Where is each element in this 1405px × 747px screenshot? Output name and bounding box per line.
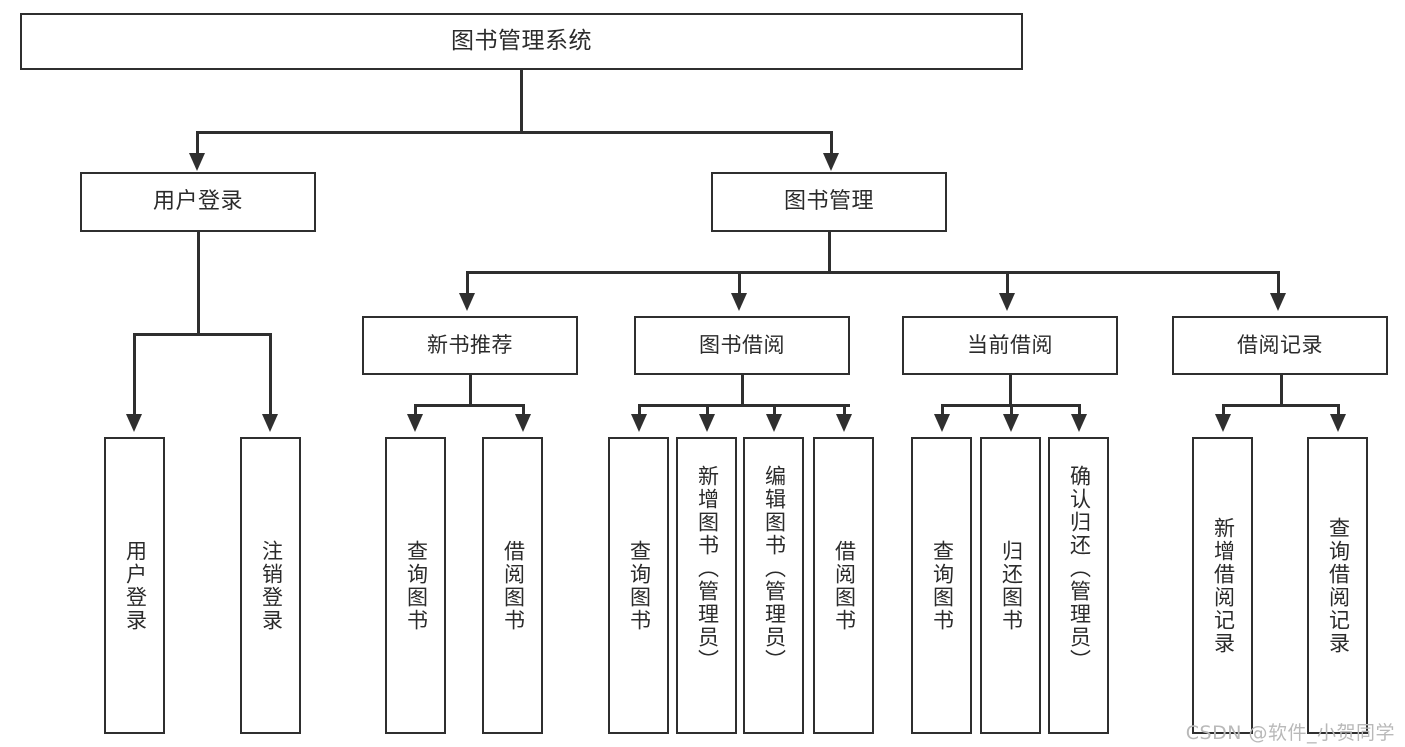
leaf-label: 归还图书	[999, 539, 1024, 632]
connector-bb-to-leaf-1	[638, 404, 641, 418]
node-label: 图书借阅	[699, 333, 785, 358]
leaf-label: 查询图书	[930, 539, 955, 632]
connector-root-stem	[520, 70, 523, 133]
node-label: 新书推荐	[427, 333, 513, 358]
leaf-label: 查询图书	[404, 539, 429, 632]
connector-new-book-stem	[469, 375, 472, 406]
connector-cb-to-leaf-2	[1010, 404, 1013, 418]
arrow-bb-to-leaf-1	[631, 414, 647, 432]
connector-bb-to-leaf-2	[706, 404, 709, 418]
arrow-bm-to-book-borrow	[731, 293, 747, 311]
node-label: 当前借阅	[967, 333, 1053, 358]
connector-book-borrow-stem	[741, 375, 744, 406]
leaf-label: 借阅图书	[501, 539, 526, 632]
node-label: 借阅记录	[1237, 333, 1323, 358]
leaf-confirm-return-admin[interactable]: 确认归还（管理员）	[1048, 437, 1109, 734]
connector-br-to-leaf-2	[1337, 404, 1340, 418]
leaf-query-book-borrow[interactable]: 查询图书	[608, 437, 669, 734]
connector-nb-to-leaf-1	[414, 404, 417, 418]
arrow-bm-to-borrow-record	[1270, 293, 1286, 311]
connector-root-bar	[196, 131, 833, 134]
connector-root-to-book-management	[830, 131, 833, 157]
leaf-borrow-book-recommend[interactable]: 借阅图书	[482, 437, 543, 734]
leaf-add-borrow-record[interactable]: 新增借阅记录	[1192, 437, 1253, 734]
arrow-br-to-leaf-2	[1330, 414, 1346, 432]
arrow-bb-to-leaf-4	[836, 414, 852, 432]
connector-bm-to-current-borrow	[1006, 271, 1009, 297]
connector-bb-to-leaf-3	[773, 404, 776, 418]
leaf-user-login[interactable]: 用户登录	[104, 437, 165, 734]
connector-user-login-to-leaf-2	[269, 333, 272, 418]
connector-user-login-stem	[197, 232, 200, 335]
arrow-cb-to-leaf-3	[1071, 414, 1087, 432]
leaf-label: 编辑图书（管理员）	[762, 465, 787, 672]
leaf-return-book[interactable]: 归还图书	[980, 437, 1041, 734]
arrow-bb-to-leaf-2	[699, 414, 715, 432]
leaf-label: 查询借阅记录	[1326, 516, 1351, 655]
arrow-cb-to-leaf-1	[934, 414, 950, 432]
connector-user-login-to-leaf-1	[133, 333, 136, 418]
leaf-label: 借阅图书	[832, 539, 857, 632]
connector-book-management-bar	[466, 271, 1280, 274]
connector-root-to-user-login	[196, 131, 199, 157]
node-user-login[interactable]: 用户登录	[80, 172, 316, 232]
node-root-book-management-system[interactable]: 图书管理系统	[20, 13, 1023, 70]
node-current-borrow[interactable]: 当前借阅	[902, 316, 1118, 375]
arrow-bb-to-leaf-3	[766, 414, 782, 432]
arrow-user-login-to-leaf-1	[126, 414, 142, 432]
node-label: 用户登录	[152, 189, 243, 215]
leaf-borrow-book[interactable]: 借阅图书	[813, 437, 874, 734]
connector-bb-to-leaf-4	[843, 404, 846, 418]
node-borrow-record[interactable]: 借阅记录	[1172, 316, 1388, 375]
connector-cb-to-leaf-1	[941, 404, 944, 418]
node-book-borrow[interactable]: 图书借阅	[634, 316, 850, 375]
connector-bm-to-new-book	[466, 271, 469, 297]
node-book-management[interactable]: 图书管理	[711, 172, 947, 232]
arrow-root-to-user-login	[189, 153, 205, 171]
connector-user-login-bar	[133, 333, 271, 336]
arrow-nb-to-leaf-1	[407, 414, 423, 432]
leaf-label: 确认归还（管理员）	[1067, 465, 1092, 672]
node-label: 图书管理	[783, 189, 874, 215]
leaf-query-book-recommend[interactable]: 查询图书	[385, 437, 446, 734]
connector-bm-to-borrow-record	[1277, 271, 1280, 297]
connector-new-book-bar	[414, 404, 525, 407]
arrow-bm-to-new-book	[459, 293, 475, 311]
connector-borrow-record-bar	[1222, 404, 1340, 407]
leaf-edit-book-admin[interactable]: 编辑图书（管理员）	[743, 437, 804, 734]
connector-nb-to-leaf-2	[522, 404, 525, 418]
arrow-cb-to-leaf-2	[1003, 414, 1019, 432]
connector-bm-to-book-borrow	[738, 271, 741, 297]
leaf-label: 新增图书（管理员）	[695, 465, 720, 672]
leaf-add-book-admin[interactable]: 新增图书（管理员）	[676, 437, 737, 734]
connector-book-borrow-bar	[638, 404, 850, 407]
arrow-bm-to-current-borrow	[999, 293, 1015, 311]
node-new-book-recommend[interactable]: 新书推荐	[362, 316, 578, 375]
node-label: 图书管理系统	[451, 27, 592, 54]
watermark-text: CSDN @软件_小贺同学	[1185, 722, 1395, 744]
connector-br-to-leaf-1	[1222, 404, 1225, 418]
leaf-label: 新增借阅记录	[1211, 516, 1236, 655]
leaf-label: 注销登录	[259, 539, 284, 632]
leaf-label: 用户登录	[123, 539, 148, 632]
leaf-query-borrow-record[interactable]: 查询借阅记录	[1307, 437, 1368, 734]
arrow-br-to-leaf-1	[1215, 414, 1231, 432]
connector-borrow-record-stem	[1280, 375, 1283, 406]
leaf-query-book-current[interactable]: 查询图书	[911, 437, 972, 734]
arrow-root-to-book-management	[823, 153, 839, 171]
leaf-label: 查询图书	[627, 539, 652, 632]
connector-book-management-stem	[828, 232, 831, 273]
arrow-nb-to-leaf-2	[515, 414, 531, 432]
connector-current-borrow-stem	[1009, 375, 1012, 406]
connector-cb-to-leaf-3	[1078, 404, 1081, 418]
arrow-user-login-to-leaf-2	[262, 414, 278, 432]
leaf-logout[interactable]: 注销登录	[240, 437, 301, 734]
